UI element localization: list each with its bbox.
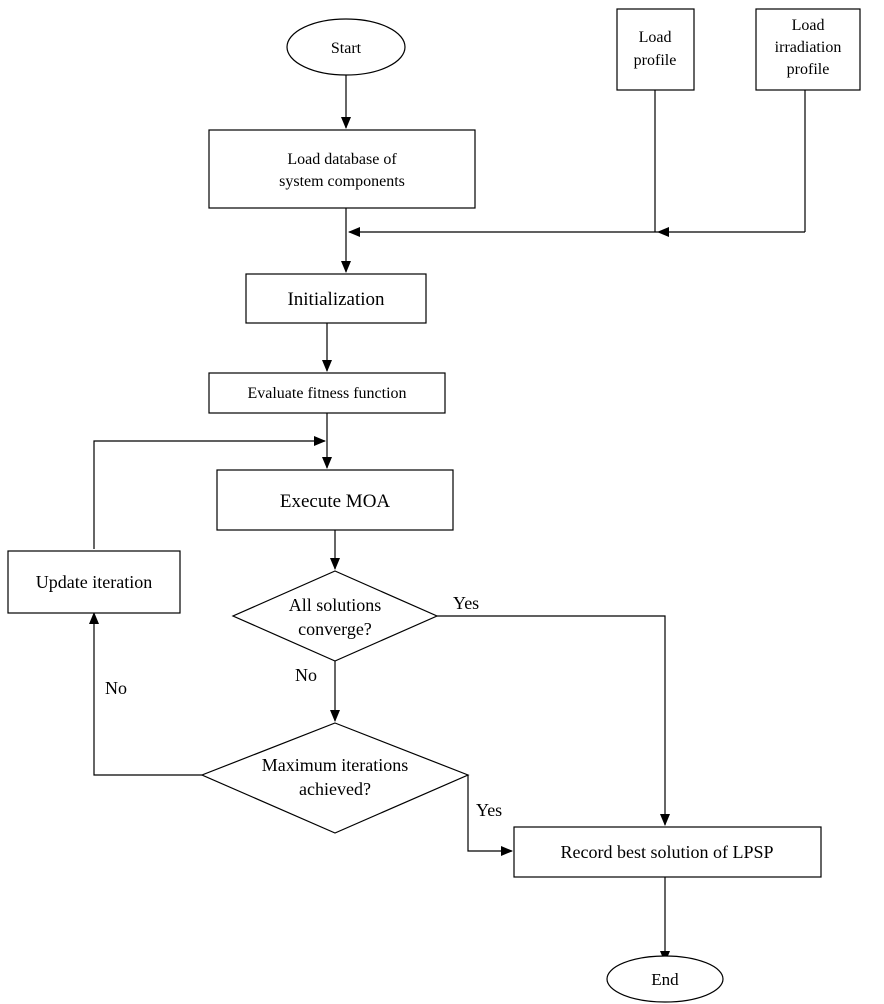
start-node [286, 18, 406, 76]
load-irradiation-box [755, 8, 861, 91]
max-iter-label-2: achieved? [299, 779, 371, 799]
max-iter-label-1: Maximum iterations [262, 755, 408, 775]
load-profile-box [616, 8, 695, 91]
max-yes-label: Yes [476, 800, 502, 820]
edge-update-loop [93, 436, 326, 549]
edge-max-no [89, 612, 202, 776]
edge-max-yes [467, 775, 513, 856]
max-iter-decision [200, 722, 470, 834]
converge-no-label: No [295, 665, 317, 685]
record-label: Record best solution of LPSP [560, 842, 773, 862]
load-profile-label-2: profile [634, 52, 677, 69]
converge-decision [231, 570, 439, 662]
load-irradiation-label-2: irradiation [775, 39, 842, 56]
execute-box [216, 469, 454, 531]
evaluate-label: Evaluate fitness function [247, 385, 406, 402]
converge-label-2: converge? [298, 619, 372, 639]
converge-yes-label: Yes [453, 593, 479, 613]
initialization-label: Initialization [287, 289, 385, 310]
converge-label-1: All solutions [289, 595, 382, 615]
execute-label: Execute MOA [280, 491, 391, 512]
max-no-label: No [105, 678, 127, 698]
load-irradiation-label-3: profile [787, 61, 830, 78]
record-box [513, 826, 822, 878]
start-label: Start [331, 40, 362, 57]
edge-converge-yes [437, 615, 670, 826]
load-database-label-2: system components [279, 173, 405, 190]
update-iteration-label: Update iteration [36, 572, 152, 592]
end-node [606, 955, 724, 1003]
end-label: End [651, 970, 679, 989]
load-irradiation-label-1: Load [792, 17, 825, 34]
update-iteration-box [7, 550, 181, 614]
load-profile-label-1: Load [639, 29, 672, 46]
load-database-label-1: Load database of [287, 151, 397, 168]
evaluate-box [208, 372, 446, 414]
initialization-box [245, 273, 427, 324]
load-database-box [208, 129, 476, 209]
